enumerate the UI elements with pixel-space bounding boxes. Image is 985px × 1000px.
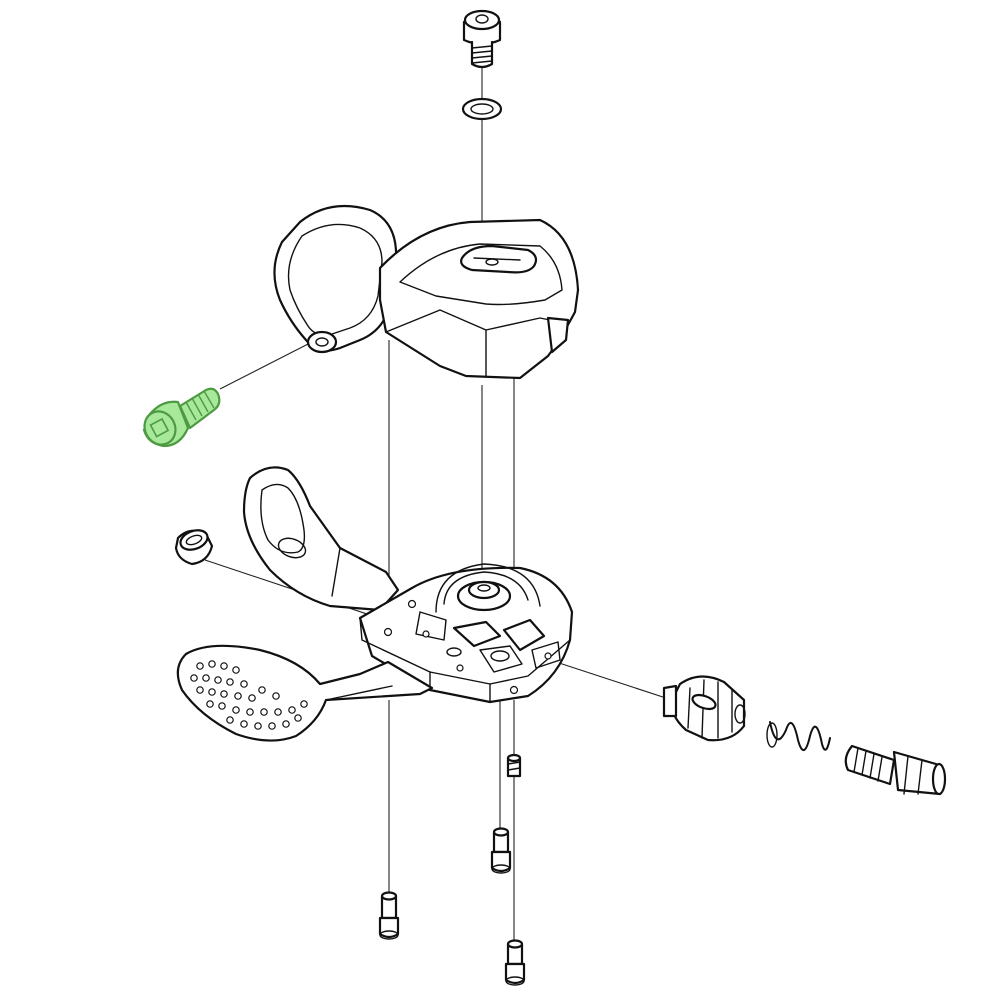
clamp-bolt-highlighted[interactable] (139, 387, 221, 450)
small-screw-2 (490, 827, 512, 874)
top-bolt (462, 9, 502, 69)
washer (461, 97, 503, 121)
cable-bolt (844, 744, 947, 796)
small-screw-1 (506, 753, 522, 778)
upper-housing (273, 204, 580, 380)
small-screw-4 (504, 939, 526, 986)
leader-adjuster (549, 659, 673, 701)
lever-perforations (190, 660, 308, 730)
barrel-adjuster (662, 675, 746, 742)
mechanism-base (358, 563, 574, 704)
release-lever (242, 466, 400, 612)
end-cap (174, 529, 214, 566)
leader-clamp-bolt (219, 341, 313, 390)
spring (766, 721, 831, 751)
shift-lever (176, 644, 434, 742)
small-screw-3 (378, 891, 400, 940)
